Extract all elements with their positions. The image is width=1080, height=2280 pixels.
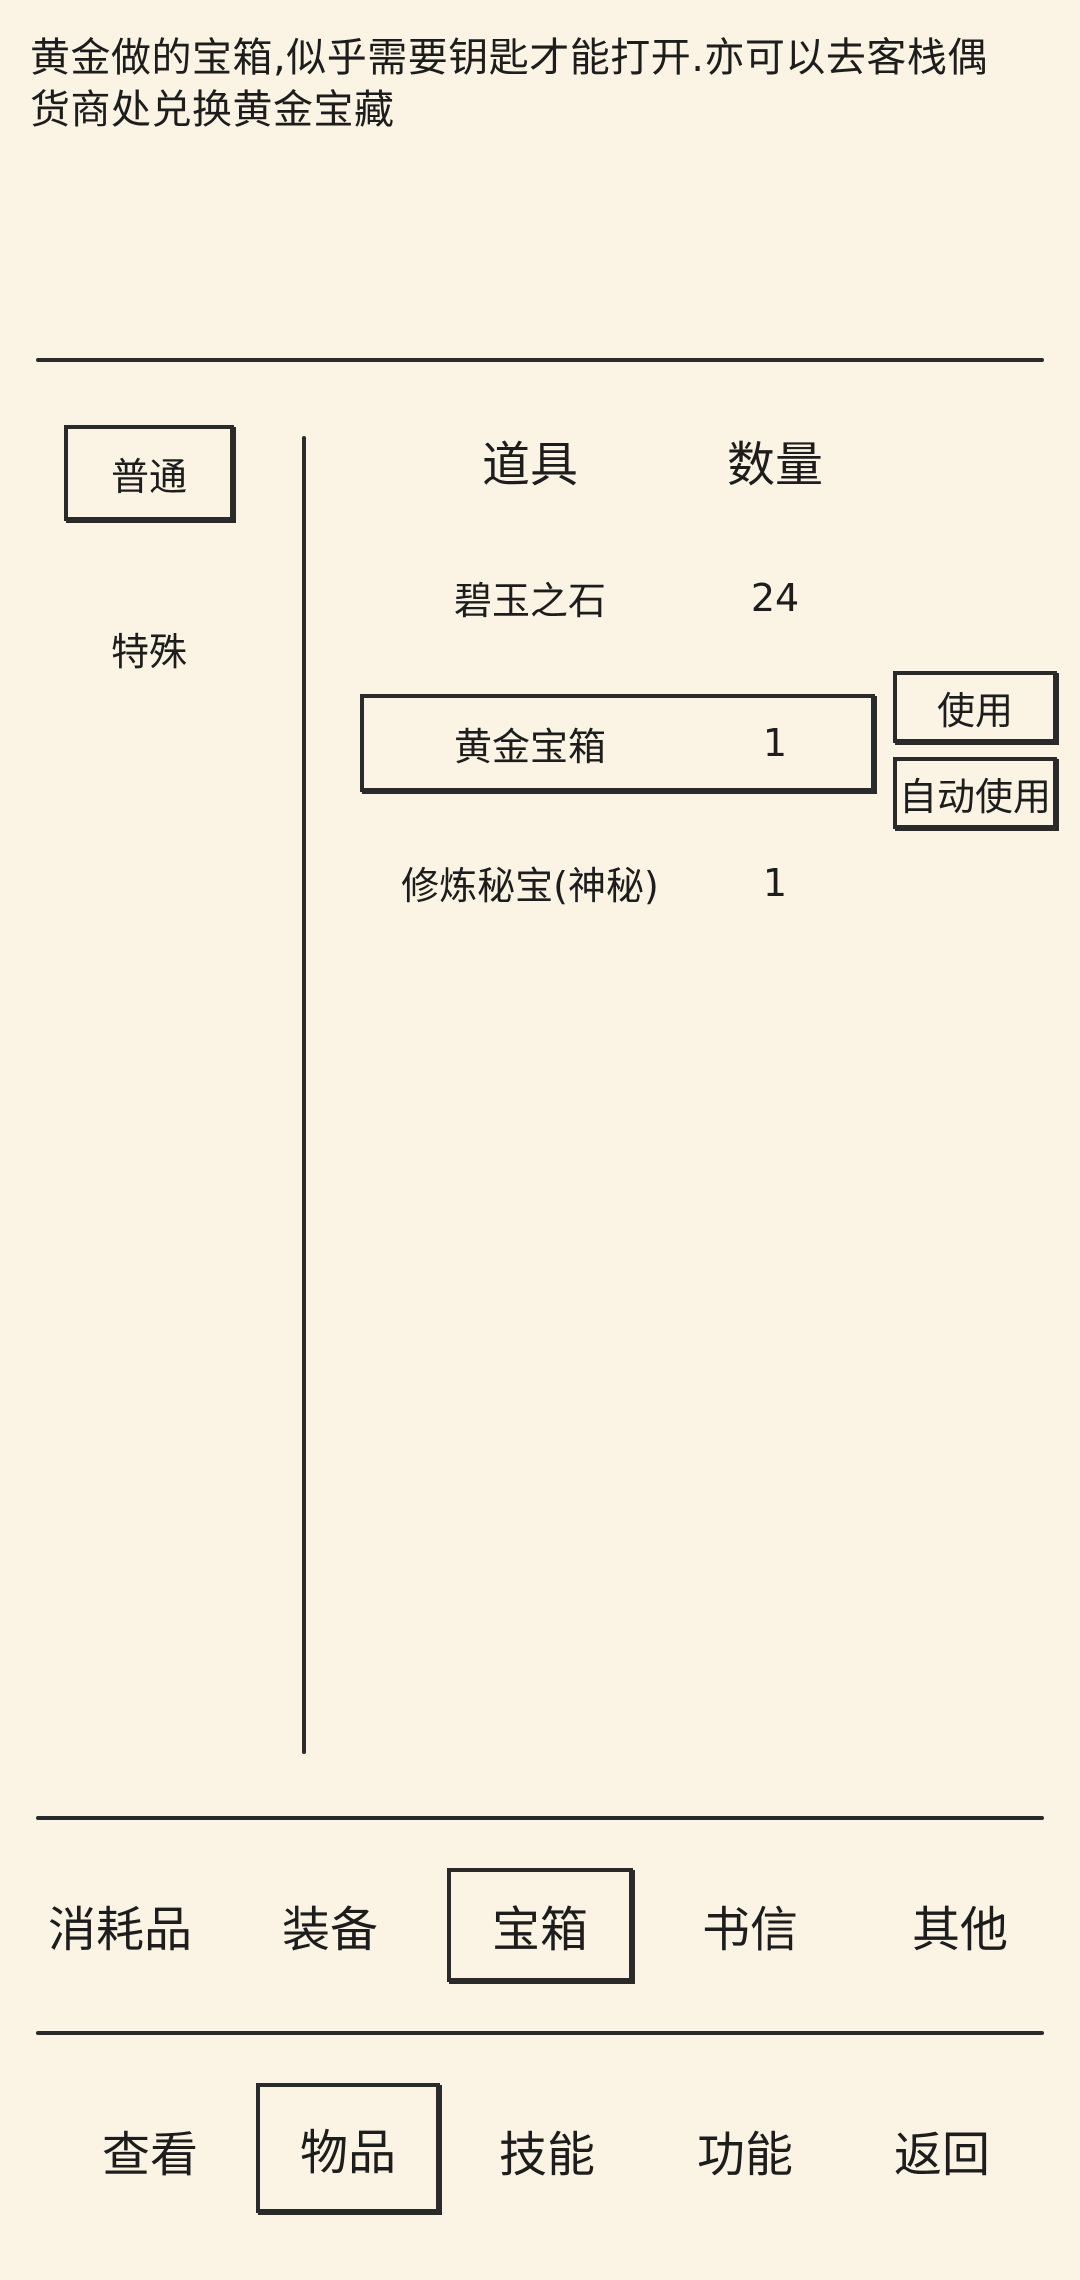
item-count: 1	[762, 721, 788, 765]
middle-divider	[36, 1816, 1044, 1820]
item-description: 黄金做的宝箱,似乎需要钥匙才能打开.亦可以去客栈偶货商处兑换黄金宝藏	[30, 35, 988, 133]
top-divider	[36, 358, 1044, 362]
nav-skills[interactable]: 技能	[498, 2127, 595, 2183]
header-item: 道具	[481, 437, 578, 493]
nav-functions[interactable]: 功能	[696, 2127, 793, 2183]
tab-other[interactable]: 其他	[911, 1902, 1008, 1958]
tab-equipment[interactable]: 装备	[281, 1902, 378, 1958]
use-button[interactable]: 使用	[893, 671, 1057, 743]
tab-chest[interactable]: 宝箱	[447, 1868, 633, 1982]
nav-back[interactable]: 返回	[893, 2127, 990, 2183]
item-name: 碧玉之石	[453, 579, 606, 623]
bottom-divider	[36, 2031, 1044, 2035]
subcategory-special[interactable]: 特殊	[64, 600, 234, 696]
header-count: 数量	[726, 437, 823, 493]
item-row-jade-stone[interactable]: 碧玉之石 24	[360, 560, 875, 635]
subcategory-special-label: 特殊	[110, 629, 187, 674]
tab-letters[interactable]: 书信	[701, 1902, 798, 1958]
nav-items[interactable]: 物品	[256, 2083, 440, 2213]
subcategory-normal[interactable]: 普通	[64, 425, 234, 521]
item-count: 24	[750, 575, 800, 620]
item-name: 黄金宝箱	[453, 724, 606, 769]
vertical-divider	[302, 436, 306, 1754]
auto-use-button[interactable]: 自动使用	[893, 757, 1057, 829]
item-row-golden-chest[interactable]: 黄金宝箱 1	[360, 694, 875, 792]
item-row-training-treasure[interactable]: 修炼秘宝(神秘) 1	[360, 845, 875, 920]
item-name: 修炼秘宝(神秘)	[401, 864, 659, 908]
item-count: 1	[762, 860, 788, 905]
subcategory-normal-label: 普通	[110, 454, 187, 499]
nav-view[interactable]: 查看	[101, 2127, 198, 2183]
tab-consumables[interactable]: 消耗品	[47, 1902, 192, 1958]
